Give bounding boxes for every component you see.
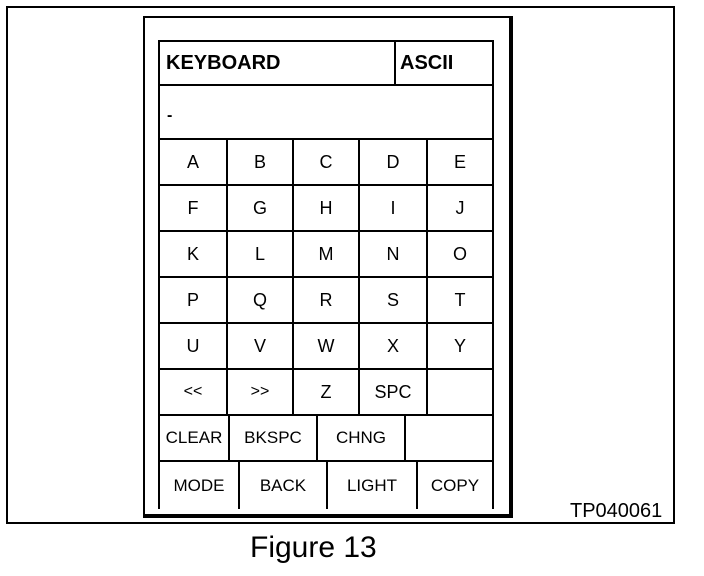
key-back[interactable]: BACK <box>240 462 328 509</box>
screen-header: KEYBOARD ASCII <box>160 42 492 86</box>
keyboard-screen: KEYBOARD ASCII - A B C D E F G H I J K L… <box>158 40 494 509</box>
key-clear[interactable]: CLEAR <box>160 416 230 462</box>
key-o[interactable]: O <box>428 232 492 278</box>
figure-id-label: TP040061 <box>570 500 663 522</box>
key-space[interactable]: SPC <box>360 370 428 416</box>
key-q[interactable]: Q <box>228 278 294 324</box>
key-x[interactable]: X <box>360 324 428 370</box>
key-copy[interactable]: COPY <box>418 462 492 509</box>
key-n[interactable]: N <box>360 232 428 278</box>
key-s[interactable]: S <box>360 278 428 324</box>
key-t[interactable]: T <box>428 278 492 324</box>
key-k[interactable]: K <box>160 232 228 278</box>
key-cursor-left[interactable]: << <box>160 370 228 416</box>
key-f[interactable]: F <box>160 186 228 232</box>
key-j[interactable]: J <box>428 186 492 232</box>
key-light[interactable]: LIGHT <box>328 462 418 509</box>
mode-indicator: ASCII <box>400 52 454 74</box>
key-c[interactable]: C <box>294 140 360 186</box>
key-blank-row6 <box>428 370 492 416</box>
key-p[interactable]: P <box>160 278 228 324</box>
key-y[interactable]: Y <box>428 324 492 370</box>
entry-cursor: - <box>167 107 173 124</box>
key-u[interactable]: U <box>160 324 228 370</box>
screen-title: KEYBOARD <box>160 42 396 84</box>
figure-caption: Figure 13 <box>250 531 377 564</box>
key-a[interactable]: A <box>160 140 228 186</box>
figure-frame <box>6 6 675 524</box>
key-e[interactable]: E <box>428 140 492 186</box>
key-d[interactable]: D <box>360 140 428 186</box>
text-entry-field[interactable]: - <box>160 86 492 140</box>
key-v[interactable]: V <box>228 324 294 370</box>
key-blank-row7 <box>406 416 492 462</box>
key-z[interactable]: Z <box>294 370 360 416</box>
key-r[interactable]: R <box>294 278 360 324</box>
key-i[interactable]: I <box>360 186 428 232</box>
key-l[interactable]: L <box>228 232 294 278</box>
key-backspace[interactable]: BKSPC <box>230 416 318 462</box>
key-change[interactable]: CHNG <box>318 416 406 462</box>
key-h[interactable]: H <box>294 186 360 232</box>
key-mode[interactable]: MODE <box>160 462 240 509</box>
key-m[interactable]: M <box>294 232 360 278</box>
key-w[interactable]: W <box>294 324 360 370</box>
key-g[interactable]: G <box>228 186 294 232</box>
key-cursor-right[interactable]: >> <box>228 370 294 416</box>
key-b[interactable]: B <box>228 140 294 186</box>
